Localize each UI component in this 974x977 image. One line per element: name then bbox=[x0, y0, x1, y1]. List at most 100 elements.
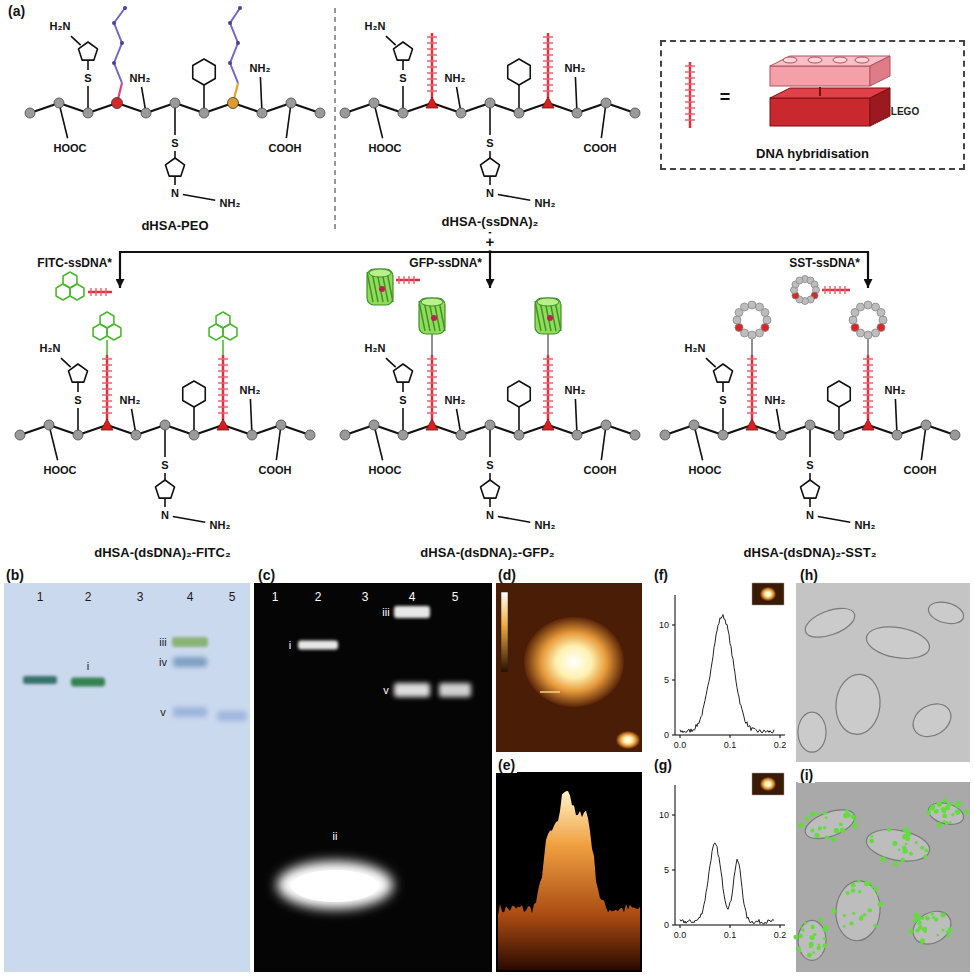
dna-rung bbox=[543, 66, 553, 68]
chemical-bond bbox=[87, 60, 89, 70]
dna-rung bbox=[427, 358, 437, 360]
figure-label: H₂N bbox=[40, 342, 61, 355]
backbone-unit bbox=[689, 420, 699, 430]
fluorescent-spot bbox=[873, 924, 877, 928]
cell-outline bbox=[864, 622, 932, 663]
figure-label: NH₂ bbox=[565, 62, 586, 75]
fluorescent-spot bbox=[843, 914, 846, 917]
backbone-unit bbox=[921, 420, 931, 430]
afm-surface bbox=[498, 791, 640, 970]
figure-label: 2 bbox=[315, 591, 322, 605]
gel-c bbox=[254, 583, 492, 972]
figure-label: = bbox=[720, 87, 731, 108]
figure-label: 0.1 bbox=[724, 740, 737, 750]
fluorescent-spot bbox=[893, 861, 898, 866]
fluorescent-spot bbox=[839, 822, 843, 826]
dna-rung bbox=[218, 406, 228, 408]
gel-band bbox=[173, 707, 207, 717]
node-title: dHSA-(dsDNA)₂-SST₂ bbox=[741, 545, 880, 561]
backbone-unit bbox=[15, 430, 25, 440]
afm-streak bbox=[540, 691, 560, 693]
dna-rung bbox=[685, 95, 695, 97]
backbone-unit bbox=[286, 98, 296, 108]
polymer-structure bbox=[660, 301, 960, 522]
figure-label: S bbox=[806, 459, 813, 472]
figure-label: 3 bbox=[137, 591, 144, 605]
peo-unit bbox=[120, 41, 124, 45]
fluorescent-spot bbox=[913, 919, 917, 923]
fluorescent-spot bbox=[942, 814, 947, 819]
height-profile bbox=[672, 773, 785, 928]
dna-rung bbox=[427, 364, 437, 366]
phenyl-ring bbox=[828, 381, 851, 407]
fluorescent-spot bbox=[793, 935, 798, 940]
figure-label: NH₂ bbox=[765, 394, 786, 407]
backbone-unit bbox=[542, 419, 554, 430]
dna-strand bbox=[822, 289, 850, 292]
figure-label: NH₂ bbox=[120, 394, 141, 407]
gel-band bbox=[394, 606, 430, 618]
panel-label: (b) bbox=[4, 567, 26, 583]
gel-band bbox=[217, 711, 247, 721]
fluorescent-spot bbox=[823, 926, 828, 931]
phenyl-ring bbox=[508, 381, 531, 407]
fluorescent-spot bbox=[929, 807, 932, 810]
figure-label: NH₂ bbox=[240, 384, 261, 397]
afm-image bbox=[496, 583, 642, 752]
fluorescent-spot bbox=[918, 925, 923, 930]
fluorescent-spot bbox=[869, 839, 874, 844]
backbone-unit bbox=[630, 108, 640, 118]
chemical-bond bbox=[575, 77, 577, 113]
micrograph bbox=[793, 782, 970, 972]
lego-stud bbox=[783, 57, 797, 63]
dna-rung bbox=[102, 376, 112, 378]
lego-stud bbox=[808, 57, 822, 63]
fluorescent-spot bbox=[846, 891, 850, 895]
backbone-unit bbox=[892, 430, 902, 440]
figure-label: H₂N bbox=[365, 20, 386, 33]
fluorescent-spot bbox=[903, 827, 908, 832]
figure-label: S bbox=[171, 137, 178, 150]
backbone-unit bbox=[746, 419, 758, 430]
fluorescent-spot bbox=[861, 915, 863, 917]
dna-rung bbox=[218, 364, 228, 366]
dna-rung bbox=[747, 394, 757, 396]
peptide-bead bbox=[849, 316, 857, 324]
cell-outline bbox=[926, 799, 966, 828]
maleimide-ring bbox=[480, 480, 499, 498]
inset-particle bbox=[760, 777, 776, 791]
fluorescent-spot bbox=[851, 883, 856, 888]
peptide-bead bbox=[796, 277, 803, 284]
fluorescent-spot bbox=[804, 922, 807, 925]
dna-rung bbox=[102, 370, 112, 372]
figure-label: iv bbox=[159, 656, 167, 669]
fluorescent-spot bbox=[924, 849, 928, 853]
fluorescent-spot bbox=[874, 887, 879, 892]
backbone-unit bbox=[170, 98, 180, 108]
dna-rung bbox=[427, 72, 437, 74]
colorbar bbox=[501, 592, 508, 672]
backbone-unit bbox=[83, 108, 93, 118]
dna-rung bbox=[543, 358, 553, 360]
fluorescein-ring bbox=[100, 312, 114, 328]
node-title: dHSA-(ssDNA)₂ bbox=[439, 214, 542, 230]
backbone-unit bbox=[73, 430, 83, 440]
chemical-bond bbox=[402, 382, 404, 392]
dna-rung bbox=[543, 72, 553, 74]
arrow-down bbox=[819, 87, 821, 96]
fluorescent-spot bbox=[870, 835, 873, 838]
fluorescent-spot bbox=[807, 953, 812, 958]
peptide-bead bbox=[872, 329, 880, 337]
lego-brick bbox=[870, 56, 890, 86]
phenyl-ring bbox=[193, 59, 216, 85]
fluorescent-spot bbox=[858, 890, 862, 894]
fluorescent-spot bbox=[955, 802, 961, 808]
figure-label: NH₂ bbox=[130, 72, 151, 85]
dna-rung bbox=[863, 382, 873, 384]
figure-label: S bbox=[486, 459, 493, 472]
dna-rung bbox=[543, 60, 553, 62]
dna-rung bbox=[102, 388, 112, 390]
dna-rung bbox=[90, 288, 91, 296]
figure-label: HOOC bbox=[54, 142, 87, 155]
gel-band bbox=[172, 637, 208, 647]
